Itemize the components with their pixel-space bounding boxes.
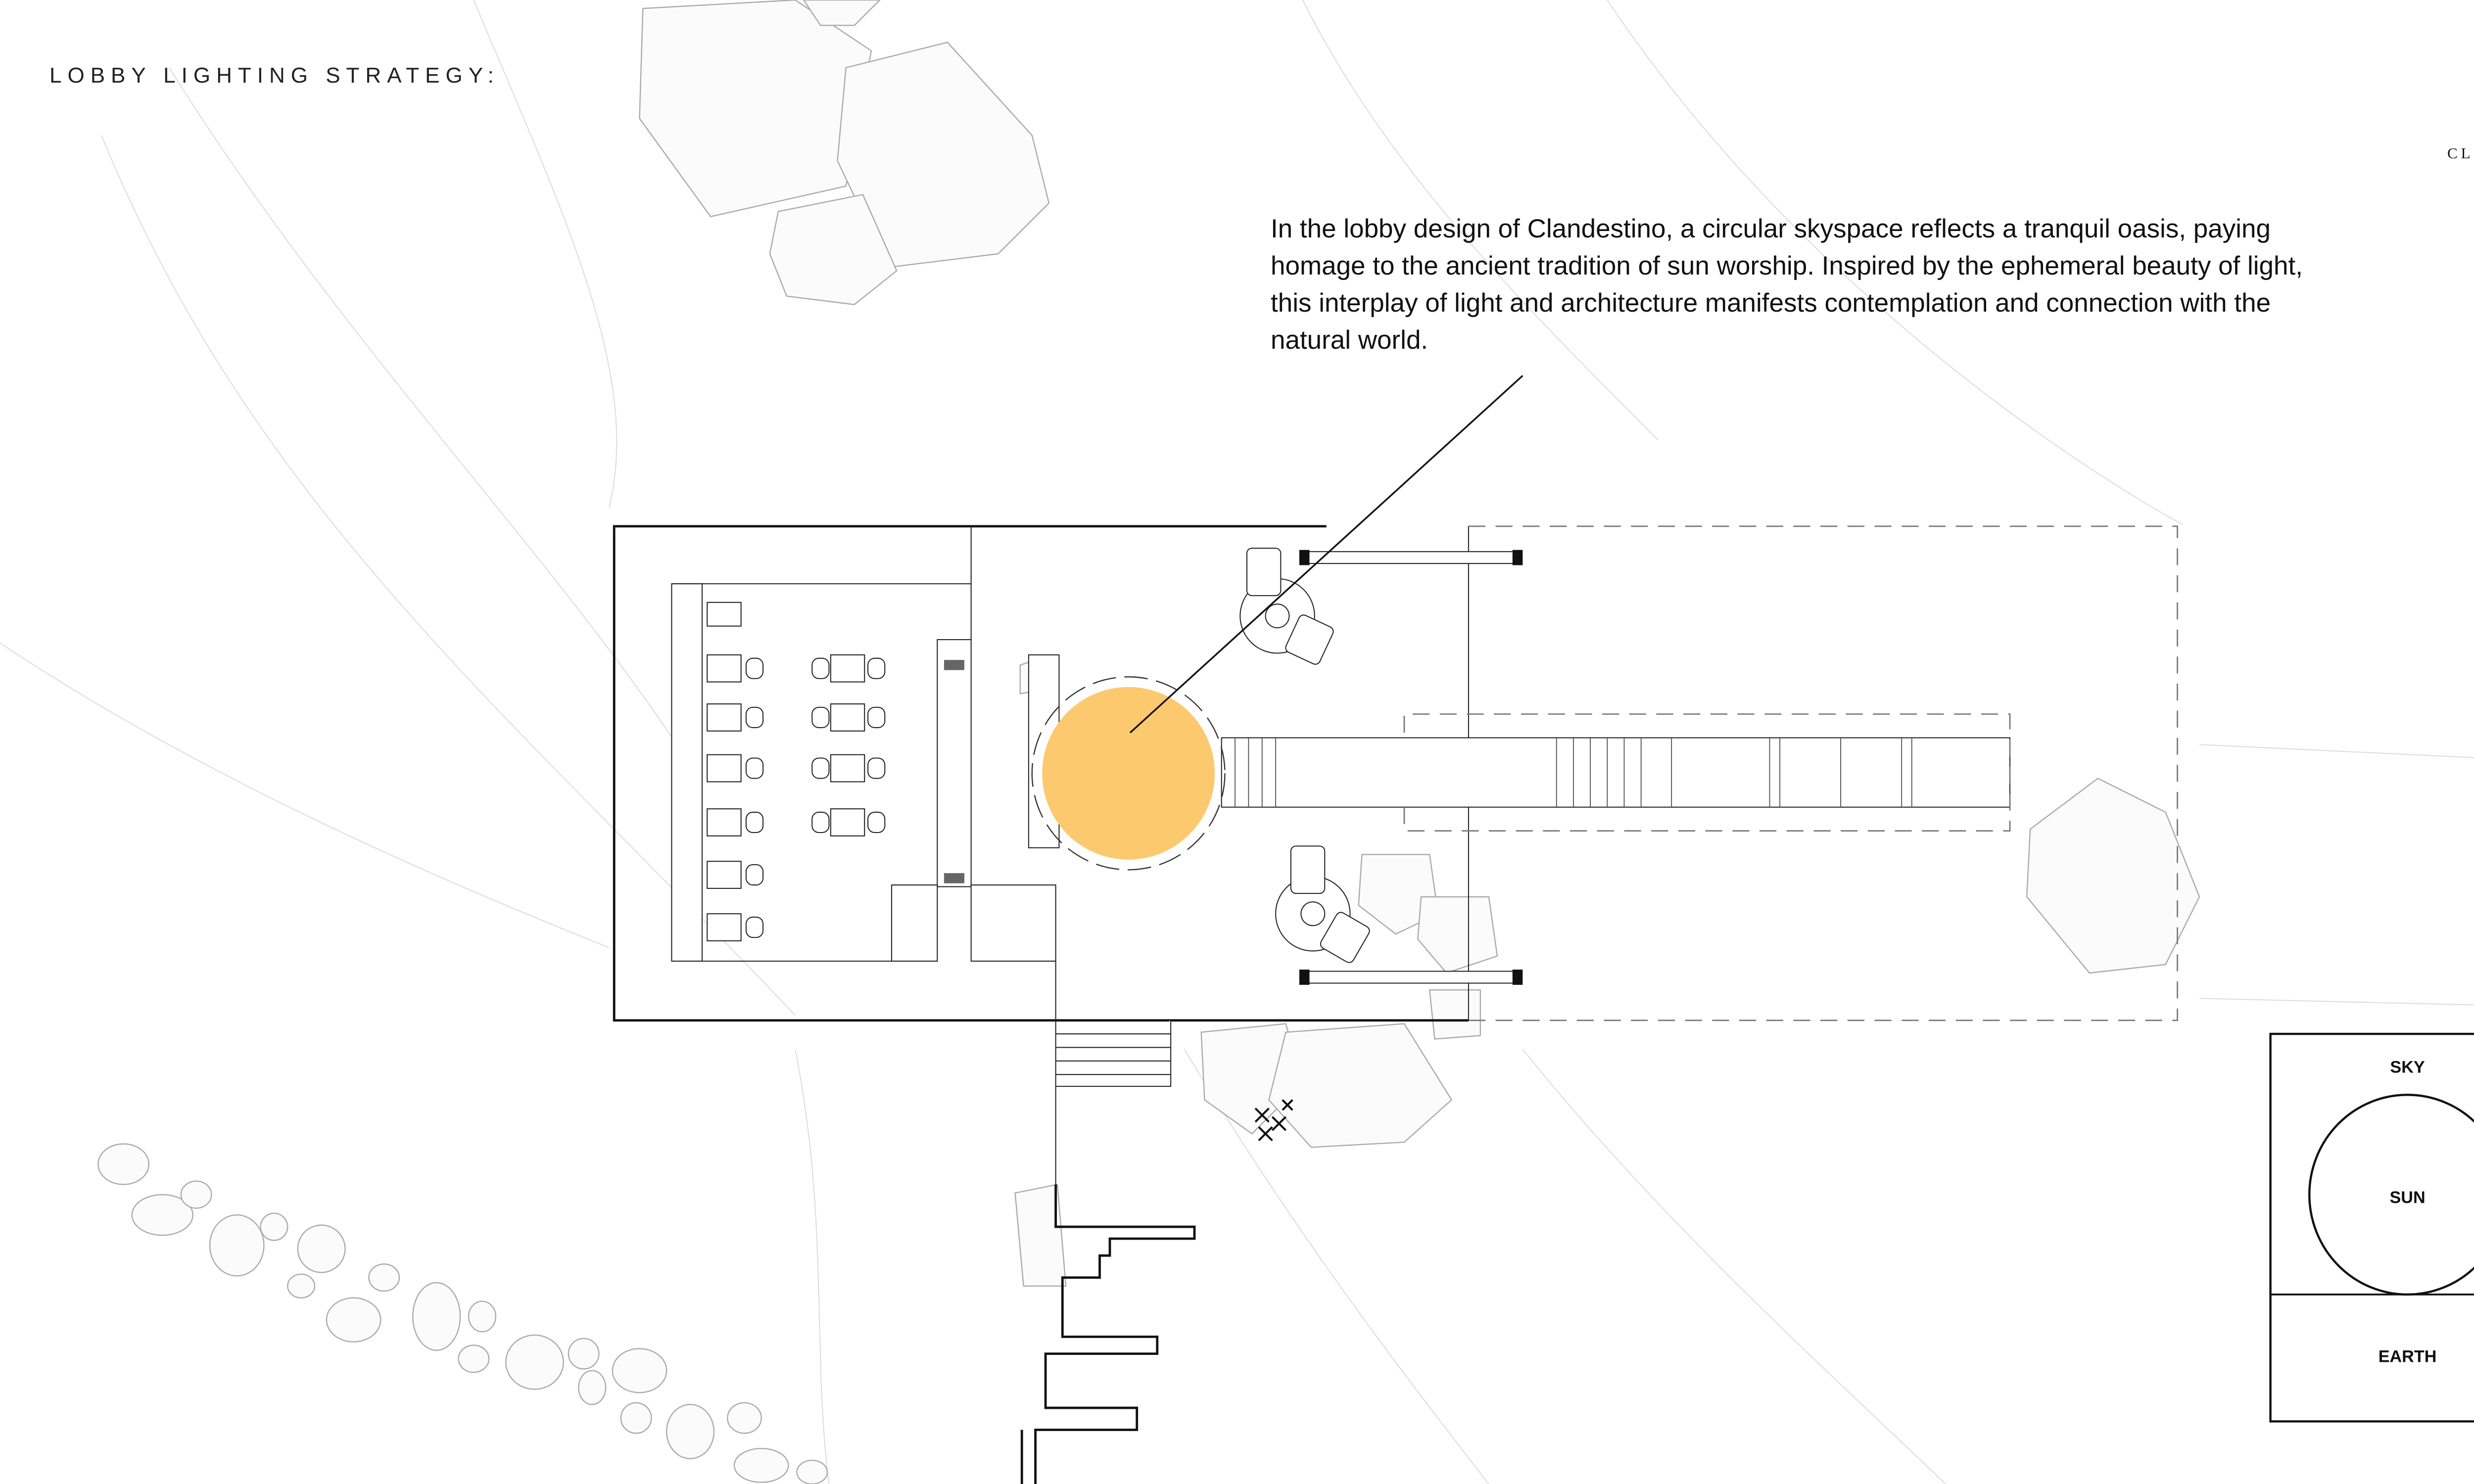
- lighting-description: In the lobby design of Clandestino, a ci…: [1271, 214, 2303, 355]
- skyspace-sun-circle: [1042, 687, 1215, 860]
- legend-sun-label: SUN: [2389, 1188, 2425, 1207]
- skyspace-boundary: [1031, 676, 1226, 871]
- brand-name: CLANDESTINO: [2447, 144, 2474, 162]
- sky-sun-earth-diagram: SKY SUN EARTH: [2269, 1032, 2474, 1423]
- cafe-tables: [707, 602, 886, 941]
- legend-earth-label: EARTH: [2379, 1347, 2437, 1366]
- page-title: LOBBY LIGHTING STRATEGY:: [49, 63, 500, 88]
- building-walls: [613, 525, 2178, 1484]
- plant-symbol: [1254, 1099, 1293, 1142]
- boulders: [97, 0, 2200, 1484]
- legend-sky-label: SKY: [2390, 1058, 2425, 1077]
- annotation-leader-line: [1129, 375, 1523, 734]
